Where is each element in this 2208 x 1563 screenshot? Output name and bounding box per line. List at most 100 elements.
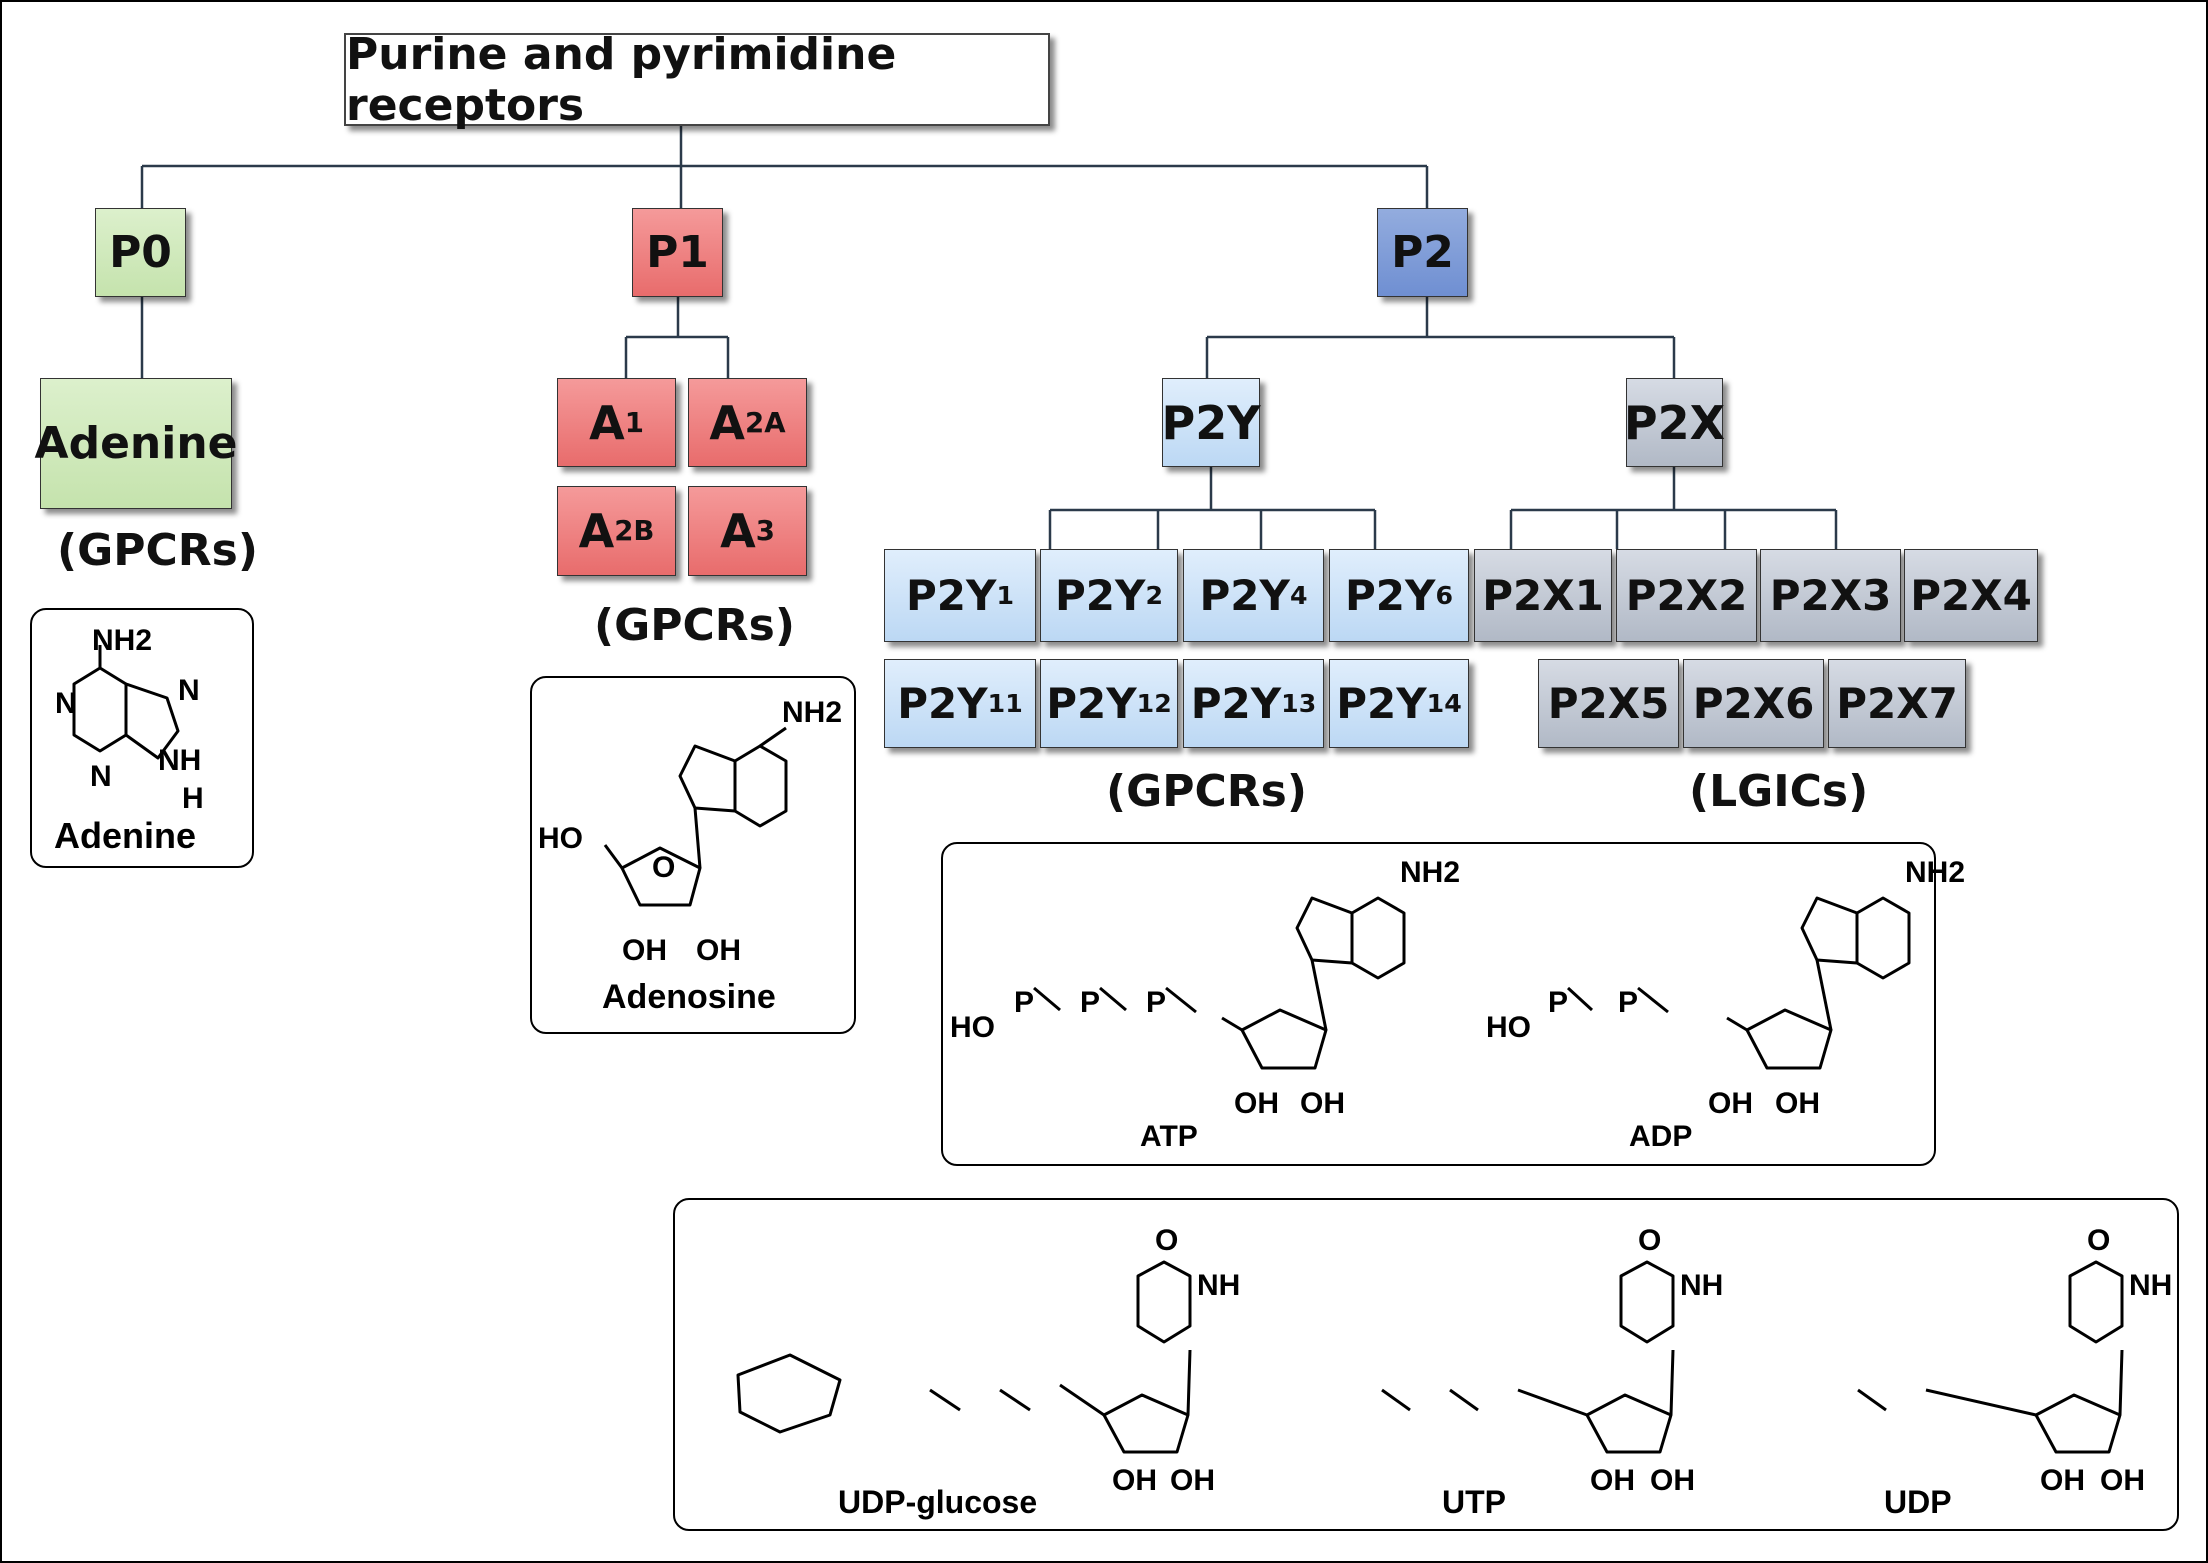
p2x-subtype-6: P2X6 xyxy=(1683,659,1824,748)
atom-n: N xyxy=(55,687,77,720)
title-text: Purine and pyrimidine receptors xyxy=(346,28,897,131)
p2x2-label: P2X2 xyxy=(1625,571,1748,620)
p2x7-label: P2X7 xyxy=(1836,679,1958,728)
udp-glucose-caption: UDP-glucose xyxy=(838,1484,1038,1520)
adp-structure-drawing xyxy=(1566,896,1911,1070)
atom-nh: NH xyxy=(1680,1269,1723,1302)
p0-class-caption: (GPCRs) xyxy=(57,525,258,576)
adenosine-structure-panel xyxy=(530,676,856,1034)
atom-oh: OH xyxy=(1170,1464,1215,1497)
p2x-subtype-1: P2X1 xyxy=(1474,549,1612,642)
family-p2-label: P2 xyxy=(1391,227,1454,278)
atom-p: P xyxy=(1618,986,1638,1019)
atom-nh2: NH2 xyxy=(92,624,152,657)
p2x6-label: P2X6 xyxy=(1692,679,1815,728)
p2x3-label: P2X3 xyxy=(1769,571,1892,620)
udp-glucose-structure-drawing xyxy=(736,1260,1192,1454)
p2x-subtype-3: P2X3 xyxy=(1760,549,1901,642)
atom-nh2: NH2 xyxy=(1400,856,1460,889)
atom-nh2: NH2 xyxy=(782,696,842,729)
adenine-structure-drawing xyxy=(72,645,180,760)
atom-oh: OH xyxy=(1650,1464,1695,1497)
adenosine-caption: Adenosine xyxy=(602,978,776,1016)
atom-o: O xyxy=(2087,1224,2110,1257)
p2y-label: P2Y xyxy=(1161,395,1261,450)
atp-structure-drawing xyxy=(1033,896,1406,1070)
atom-p: P xyxy=(1080,986,1100,1019)
utp-caption: UTP xyxy=(1442,1484,1506,1520)
atom-oh: OH xyxy=(1300,1087,1345,1120)
pyrimidine-structure-panel xyxy=(673,1198,2179,1531)
atom-nh2: NH2 xyxy=(1905,856,1965,889)
atom-oh: OH xyxy=(1775,1087,1820,1120)
atom-p: P xyxy=(1548,986,1568,1019)
p2x-subtype-2: P2X2 xyxy=(1616,549,1757,642)
family-p1-label: P1 xyxy=(646,227,709,278)
atom-oh: OH xyxy=(1708,1087,1753,1120)
atom-nh: NH xyxy=(2129,1269,2172,1302)
atom-p: P xyxy=(1146,986,1166,1019)
atom-nh: NH xyxy=(1197,1269,1240,1302)
atom-p: P xyxy=(1014,986,1034,1019)
atom-o: O xyxy=(1638,1224,1661,1257)
atp-adp-structure-panel xyxy=(941,842,1936,1166)
atom-oh: OH xyxy=(1590,1464,1635,1497)
udp-structure-drawing xyxy=(1857,1260,2124,1454)
atom-oh: OH xyxy=(2040,1464,2085,1497)
atom-oh: OH xyxy=(2100,1464,2145,1497)
utp-structure-drawing xyxy=(1381,1260,1675,1454)
udp-caption: UDP xyxy=(1884,1484,1952,1520)
family-p0: P0 xyxy=(95,208,186,297)
p2x-label: P2X xyxy=(1623,395,1726,450)
p2x-subtype-7: P2X7 xyxy=(1828,659,1966,748)
p2x-class-caption: (LGICs) xyxy=(1689,766,1869,817)
p2x-subtype-5: P2X5 xyxy=(1538,659,1679,748)
p2x5-label: P2X5 xyxy=(1547,679,1670,728)
adenine-structure-panel xyxy=(30,608,254,868)
atom-oh: OH xyxy=(622,934,667,967)
p2y-class-caption: (GPCRs) xyxy=(1106,766,1307,817)
atom-nh: NH xyxy=(158,744,201,777)
atom-n: N xyxy=(178,674,200,707)
atom-h: H xyxy=(182,782,204,815)
p2y-group: P2Y xyxy=(1161,378,1261,467)
adenine-caption: Adenine xyxy=(54,815,197,856)
atom-ho: HO xyxy=(950,1011,995,1044)
atom-o: O xyxy=(652,851,675,884)
atp-caption: ATP xyxy=(1140,1120,1198,1153)
family-p1: P1 xyxy=(632,208,723,297)
p2x-group: P2X xyxy=(1623,378,1726,467)
p0-adenine-receptor: Adenine xyxy=(35,378,237,509)
family-p0-label: P0 xyxy=(109,227,172,278)
atom-oh: OH xyxy=(696,934,741,967)
p0-subtype-label: Adenine xyxy=(34,418,238,469)
atom-ho: HO xyxy=(1486,1011,1531,1044)
p2x1-label: P2X1 xyxy=(1482,571,1604,620)
title-box: Purine and pyrimidine receptors xyxy=(344,29,1050,131)
family-p2: P2 xyxy=(1377,208,1468,297)
atom-oh: OH xyxy=(1234,1087,1279,1120)
p2x-subtype-4: P2X4 xyxy=(1904,549,2038,642)
atom-o: O xyxy=(1155,1224,1178,1257)
adp-caption: ADP xyxy=(1629,1120,1693,1153)
atom-ho: HO xyxy=(538,822,583,855)
p1-class-caption: (GPCRs) xyxy=(594,600,795,651)
adenosine-structure-drawing xyxy=(603,726,788,907)
atom-n: N xyxy=(90,760,112,793)
p2x4-label: P2X4 xyxy=(1910,571,2032,620)
